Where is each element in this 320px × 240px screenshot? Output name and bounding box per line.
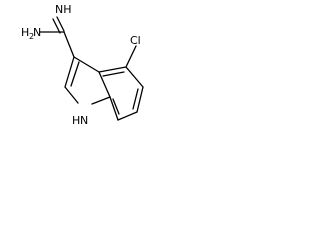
c3-c2-bond	[64, 56, 75, 88]
c3-c3a-bond	[73, 56, 100, 73]
imine-nh-label: NH	[55, 3, 72, 16]
c4-c5-bond	[125, 66, 144, 88]
c3-c2-double-inner	[70, 61, 80, 87]
c4-cl-bond	[125, 45, 137, 68]
molecule-structure-diagram: NH H 2 N Cl H N	[21, 3, 144, 127]
c3a-c4-double-inner	[102, 71, 125, 77]
c2-n1-bond	[64, 86, 79, 104]
amine-n-label: N	[33, 26, 41, 39]
c-n-double-bond-upper	[56, 16, 65, 32]
c3a-c7a-bond	[98, 71, 111, 98]
c-n-double-bond-lower	[52, 18, 61, 34]
c3a-c4-bond	[98, 66, 127, 73]
indole-nh-h-label: H	[72, 114, 80, 127]
c7-c7a-double-inner	[112, 98, 120, 115]
indole-n-label: N	[80, 114, 88, 127]
n1-c7a-bond	[91, 96, 111, 105]
c5-c6-bond	[136, 86, 144, 113]
amidine-to-ring-bond	[63, 31, 75, 58]
amine-h-label: H	[21, 26, 29, 39]
chloro-label: Cl	[130, 34, 141, 47]
c7-c7a-bond	[109, 96, 119, 121]
c5-c6-double-inner	[132, 88, 139, 110]
c6-c7-bond	[117, 111, 138, 121]
amine-subscript-2: 2	[29, 32, 34, 41]
